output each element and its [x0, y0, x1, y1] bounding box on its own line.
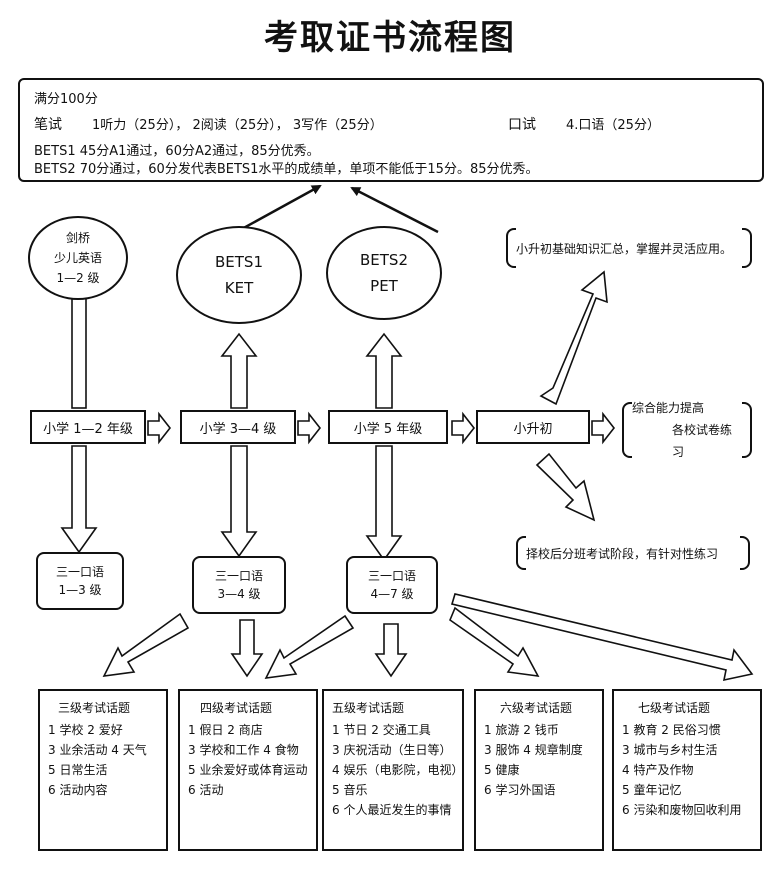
- topic-box-level-5: 五级考试话题 1 节日 2 交通工具 3 庆祝活动（生日等） 4 娱乐（电影院，…: [322, 689, 464, 851]
- topic-box-level-4: 四级考试话题 1 假日 2 商店 3 学校和工作 4 食物 5 业余爱好或体育运…: [178, 689, 318, 851]
- circle-line: BETS1: [215, 253, 263, 271]
- topic-item: 6 个人最近发生的事情: [332, 803, 452, 817]
- note-school-selection: 择校后分班考试阶段，有针对性练习: [516, 536, 750, 570]
- note-line: 各校试卷练习: [672, 423, 733, 459]
- arrow-col2-down: [220, 445, 258, 558]
- note-line: 综合能力提高: [632, 401, 705, 415]
- grade-5: 小学 5 年级: [328, 410, 448, 444]
- circle-line: 1—2 级: [56, 271, 100, 285]
- circle-line: 少儿英语: [53, 251, 102, 265]
- grade-1-2: 小学 1—2 年级: [30, 410, 146, 444]
- topic-item: 1 节日 2 交通工具: [332, 723, 431, 737]
- bets1-rule: BETS1 45分A1通过，60分A2通过，85分优秀。: [34, 144, 320, 159]
- topic-box-level-6: 六级考试话题 1 旅游 2 钱币 3 服饰 4 规章制度 5 健康 6 学习外国…: [474, 689, 604, 851]
- arrow-col3-down: [365, 445, 403, 562]
- grade-3-4: 小学 3—4 级: [180, 410, 296, 444]
- circle-line: PET: [370, 277, 398, 295]
- topic-heading: 四级考试话题: [200, 701, 273, 715]
- note-ability: 综合能力提高 各校试卷练习: [622, 401, 752, 459]
- topic-heading: 六级考试话题: [500, 701, 573, 715]
- written-label: 笔试: [34, 117, 62, 133]
- bets2-rule: BETS2 70分通过，60分发代表BETS1水平的成绩单，单项不能低于15分。…: [34, 162, 539, 177]
- topic-item: 3 学校和工作 4 食物: [188, 743, 299, 757]
- topic-item: 1 旅游 2 钱币: [484, 723, 559, 737]
- bets2-pet-circle: BETS2 PET: [326, 226, 442, 320]
- topic-item: 6 污染和废物回收利用: [622, 803, 742, 817]
- topic-item: 3 业余活动 4 天气: [48, 743, 147, 757]
- arrow-bets1-to-scores: [239, 184, 322, 232]
- arrow-grade1-to-grade2: [147, 411, 172, 445]
- bets1-ket-circle: BETS1 KET: [176, 226, 302, 324]
- circle-line: KET: [224, 279, 254, 297]
- oral-exam-4-7: 三一口语 4—7 级: [346, 556, 438, 614]
- topic-item: 5 音乐: [332, 783, 368, 797]
- shaft-col1-upper: [71, 295, 87, 409]
- oral-line: 3—4 级: [217, 587, 261, 601]
- oral-line: 三一口语: [55, 565, 104, 579]
- topic-item: 3 城市与乡村生活: [622, 743, 718, 757]
- arrow-oral3-to-topic6: [449, 606, 540, 677]
- oral-exam-3-4: 三一口语 3—4 级: [192, 556, 286, 614]
- arrow-grade3-to-grade4: [451, 411, 476, 445]
- arrow-bets2-to-scores: [350, 186, 439, 234]
- circle-line: BETS2: [360, 251, 408, 269]
- arrow-grade4-to-ability: [591, 411, 616, 445]
- topic-item: 3 庆祝活动（生日等）: [332, 743, 452, 757]
- arrow-col3-up: [365, 332, 403, 409]
- grade-xiaoshengchu: 小升初: [476, 410, 590, 444]
- topic-item: 1 教育 2 民俗习惯: [622, 723, 721, 737]
- topic-item: 6 活动: [188, 783, 224, 797]
- oral-label: 口试: [508, 117, 536, 133]
- arrow-grade2-to-grade3: [297, 411, 322, 445]
- topic-item: 3 服饰 4 规章制度: [484, 743, 583, 757]
- topic-item: 6 学习外国语: [484, 783, 556, 797]
- arrow-oral3-to-topic7: [450, 593, 754, 682]
- arrow-oral1-to-topic3: [102, 612, 190, 677]
- oral-item: 4.口语（25分）: [566, 118, 660, 133]
- arrow-to-basic-note: [539, 270, 608, 406]
- topic-item: 4 特产及作物: [622, 763, 694, 777]
- arrow-oral3-to-topic4: [264, 614, 355, 679]
- circle-line: 剑桥: [65, 231, 90, 245]
- topic-box-level-3: 三级考试话题 1 学校 2 爱好 3 业余活动 4 天气 5 日常生活 6 活动…: [38, 689, 168, 851]
- oral-exam-1-3: 三一口语 1—3 级: [36, 552, 124, 610]
- topic-heading: 五级考试话题: [332, 701, 405, 715]
- cambridge-yle-circle: 剑桥 少儿英语 1—2 级: [28, 216, 128, 300]
- arrow-col1-down: [60, 445, 98, 554]
- topic-item: 4 娱乐（电影院，电视）: [332, 763, 464, 777]
- topic-item: 5 童年记忆: [622, 783, 682, 797]
- score-box: 满分100分 笔试 1听力（25分）， 2阅读（25分）， 3写作（25分） 口…: [18, 78, 764, 182]
- arrow-oral2-to-topic4: [230, 619, 264, 678]
- topic-box-level-7: 七级考试话题 1 教育 2 民俗习惯 3 城市与乡村生活 4 特产及作物 5 童…: [612, 689, 762, 851]
- topic-item: 6 活动内容: [48, 783, 108, 797]
- topic-item: 5 健康: [484, 763, 520, 777]
- topic-heading: 七级考试话题: [638, 701, 711, 715]
- arrow-oral3-to-topic5: [374, 623, 408, 678]
- oral-line: 三一口语: [367, 569, 416, 583]
- full-score-text: 满分100分: [34, 92, 98, 107]
- oral-line: 三一口语: [214, 569, 263, 583]
- topic-item: 5 业余爱好或体育运动: [188, 763, 308, 777]
- oral-line: 4—7 级: [370, 587, 414, 601]
- written-items: 1听力（25分）， 2阅读（25分）， 3写作（25分）: [92, 118, 383, 133]
- topic-heading: 三级考试话题: [58, 701, 131, 715]
- topic-item: 1 学校 2 爱好: [48, 723, 123, 737]
- topic-item: 1 假日 2 商店: [188, 723, 263, 737]
- page-title: 考取证书流程图: [264, 18, 516, 58]
- arrow-to-select-note: [535, 452, 596, 522]
- note-basic-knowledge: 小升初基础知识汇总，掌握并灵活应用。: [506, 228, 752, 268]
- topic-item: 5 日常生活: [48, 763, 108, 777]
- arrow-col2-up: [220, 332, 258, 409]
- oral-line: 1—3 级: [58, 583, 102, 597]
